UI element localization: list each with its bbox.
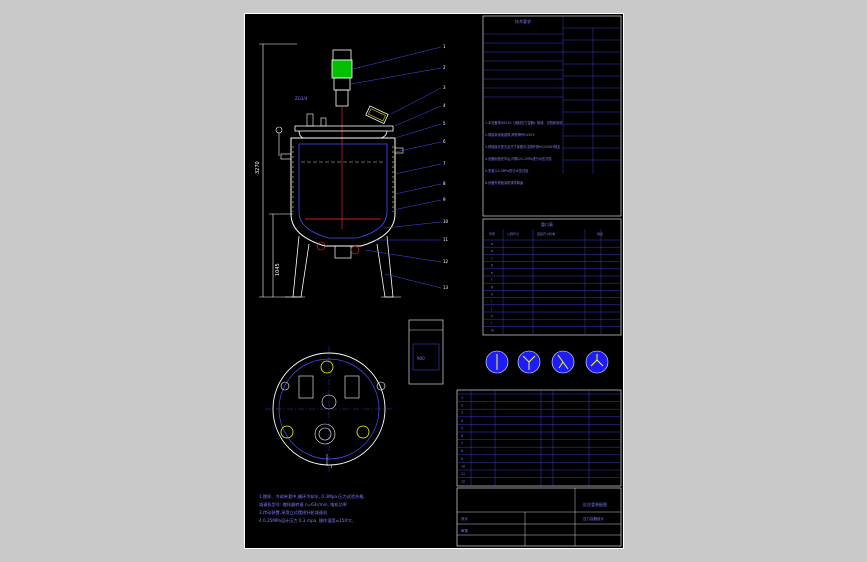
drawing-name: 反应釜装配图 [583,501,607,507]
nozzle-header-symbol: 符号 [489,231,495,236]
nozzle-row-symbol: k [491,314,493,318]
parts-row-index: 4 [461,419,463,423]
notes-heading: 技术要求 [515,18,531,24]
bottom-note-2: 减速机型号: 搅拌器转速 n=63r/min, 电机功率 [259,501,347,508]
parts-row-index: 5 [461,426,463,430]
callout-1: 1 [443,44,446,49]
detail-box: 900 [408,319,444,385]
parts-row-index: 3 [461,411,463,415]
lug-right [356,425,370,439]
nozzle-row-symbol: e [491,271,493,275]
parts-row-index: 8 [461,449,463,453]
manhole [365,105,389,125]
parts-row-index: 7 [461,442,463,446]
bottom-note-1: 1.搅拌、冷却夹套中,循环冷却水, 0.3Mpa 压力试验合格, [259,493,365,500]
drawing-sheet: 3270 1045 ZG3/4 [244,13,624,549]
callout-8: 8 [443,181,446,186]
callout-3: 3 [443,85,446,90]
pressure-gauge-icon [275,126,283,134]
nozzle-row-symbol: j [490,307,492,311]
nozzle-row-symbol: l [491,321,492,325]
callout-5: 5 [443,121,446,126]
inner-shell [298,143,388,239]
note-line: 1.本设备按GB150《钢制压力容器》制造、试验和验收 [485,120,563,125]
parts-row-index: 6 [461,434,463,438]
nozzle-header-use: 用途 [597,231,603,236]
callout-12: 12 [443,259,449,264]
callout-4: 4 [443,103,446,108]
parts-row-index: 9 [461,457,463,461]
note-line: 3.焊接接头型式及尺寸除图中注明外按HG20583规定 [485,144,561,149]
title-block: 反应釜装配图 设计 审核 压力容器设计 [456,487,622,547]
nozzle-table-title: 管口表 [541,221,553,227]
parts-row-index: 12 [461,480,465,484]
designer-label: 设计 [461,516,469,521]
drawing-canvas: 3270 1045 ZG3/4 [255,15,622,547]
callout-7: 7 [443,161,446,166]
nozzle-row-symbol: d [491,264,493,268]
callout-11: 11 [443,237,449,242]
parts-row-index: 1 [461,396,463,400]
parts-row-index: 10 [461,464,465,468]
dim-height-total: 3270 [255,161,261,174]
lug-left [280,425,294,439]
bottom-notes: 1.搅拌、冷却夹套中,循环冷却水, 0.3Mpa 压力试验合格, 减速机型号: … [259,493,365,524]
nozzle-row-symbol: m [491,328,494,332]
mechanical-seal [335,89,349,107]
callout-6: 6 [443,139,446,144]
nozzle-row-symbol: i [491,300,492,304]
reducer [333,77,351,91]
nozzle-row-symbol: b [491,249,493,253]
lug-top [320,360,334,374]
nozzle-row-symbol: h [491,292,493,296]
bottom-note-3: 3.传动装置,采用立式摆线针轮减速机 [259,509,328,516]
support-leg-right [376,235,394,298]
jacket-outline [290,137,396,247]
callout-2: 2 [443,65,446,70]
callout-13: 13 [443,285,449,290]
dim-height-lower: 1045 [275,263,281,276]
bottom-outlet [334,245,352,259]
nozzle-row-symbol: c [491,256,493,260]
scale-bar-label: 900 [417,356,425,361]
parts-row-index: 11 [461,472,465,476]
note-line: 6.设备外表面涂防锈漆两遍 [485,180,524,185]
vessel-elevation: 3270 1045 ZG3/4 [255,43,449,298]
nozzle-header-size: 公称尺寸 [507,231,519,236]
note-line: 5.夹套以0.3MPa进行水压试验 [485,168,529,173]
detail-d-icon [585,350,609,374]
callout-10: 10 [443,219,449,224]
impeller-details [485,350,609,374]
vessel-plan-view: I [265,346,393,472]
checker-label: 审核 [461,528,469,533]
nozzle-row-symbol: f [491,278,493,282]
svg-text:I: I [331,464,332,469]
bottom-note-4: 4.0.25MPa设计压力 0.3 mpa, 操作温度≤150℃, [259,517,353,524]
motor-icon [331,59,353,79]
nozzle-row-symbol: g [491,285,493,289]
parts-row-index: 2 [461,404,463,408]
support-leg-left [292,235,310,298]
motor-cap [332,49,352,61]
callout-9: 9 [443,197,446,202]
company-label: 压力容器设计 [583,516,604,521]
svg-text:ZG3/4: ZG3/4 [295,96,308,101]
note-line: 2.焊接采用电弧焊,焊条牌号E4303 [485,132,534,137]
nozzle-header-standard: 连接尺寸标准 [537,231,555,236]
nozzle-row-symbol: a [491,242,493,246]
notes-panel: 技术要求 1.本设备按GB150《钢制压力容器》制造、试验和验收 2.焊接采用电弧… [482,15,622,217]
note-line: 4.设备制造完毕后,内筒以0.2MPa进行水压试验 [485,156,552,161]
